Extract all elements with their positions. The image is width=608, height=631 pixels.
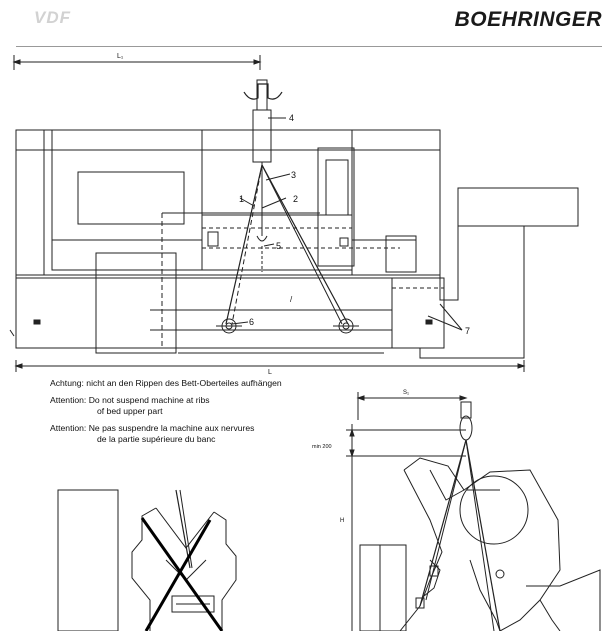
cross-out-mark bbox=[140, 517, 224, 631]
callout-6: 6 bbox=[249, 317, 254, 327]
boehringer-logo: BOEHRINGER bbox=[454, 8, 602, 31]
dimension-h: H bbox=[340, 518, 344, 524]
dimension-l1: L₁ bbox=[117, 53, 124, 60]
note-french-line2: de la partie supérieure du banc bbox=[97, 434, 216, 444]
note-german-text: Achtung: nicht an den Rippen des Bett-Ob… bbox=[50, 378, 282, 388]
note-english-line2: of bed upper part bbox=[97, 406, 163, 416]
callout-5: 5 bbox=[276, 241, 281, 251]
dimension-l: L bbox=[268, 369, 272, 376]
note-german: Achtung: nicht an den Rippen des Bett-Ob… bbox=[50, 378, 282, 389]
note-french-line1: Attention: Ne pas suspendre la machine a… bbox=[50, 423, 255, 433]
warning-notes: Achtung: nicht an den Rippen des Bett-Ob… bbox=[50, 378, 282, 451]
note-french: Attention: Ne pas suspendre la machine a… bbox=[50, 423, 282, 445]
dimension-s1: S₁ bbox=[403, 390, 409, 396]
callout-3: 3 bbox=[291, 170, 296, 180]
callout-7: 7 bbox=[465, 326, 470, 336]
note-english: Attention: Do not suspend machine at rib… bbox=[50, 395, 282, 417]
callout-1: 1 bbox=[239, 194, 244, 204]
dimension-min-200: min 200 bbox=[312, 444, 332, 450]
callout-4: 4 bbox=[289, 113, 294, 123]
callout-2: 2 bbox=[293, 194, 298, 204]
vdf-logo: VDF bbox=[34, 8, 71, 27]
note-english-line1: Attention: Do not suspend machine at rib… bbox=[50, 395, 210, 405]
header-rule bbox=[16, 46, 602, 47]
bed-mark: / bbox=[290, 295, 293, 304]
